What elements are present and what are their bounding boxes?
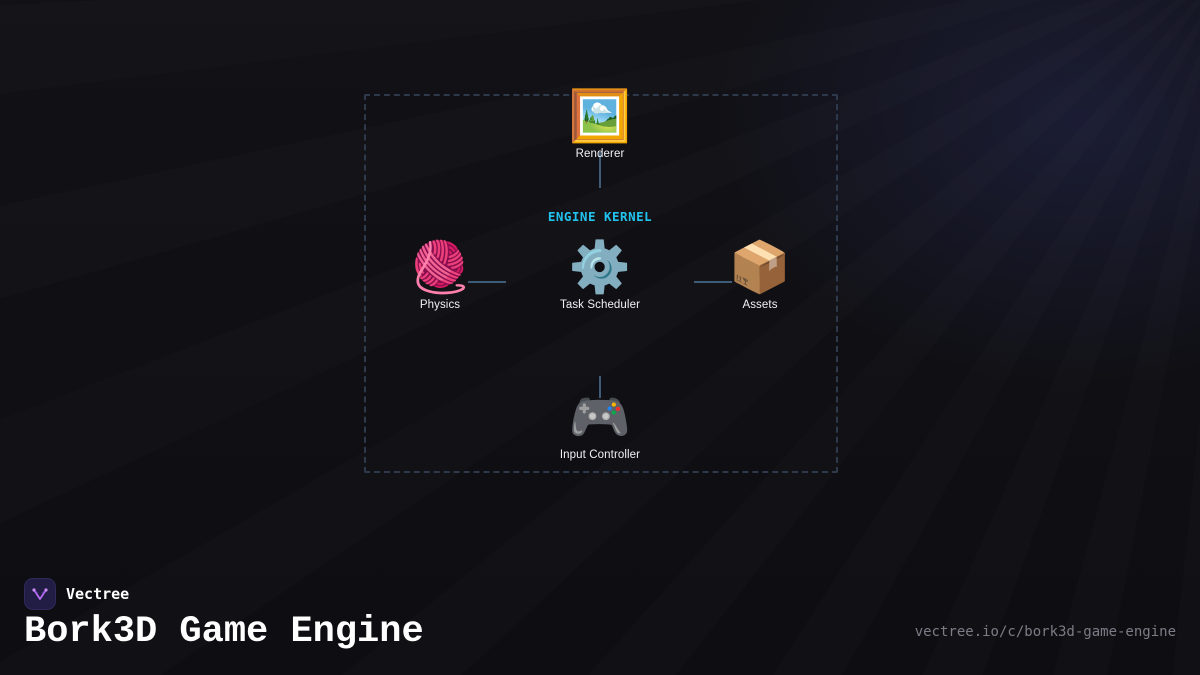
package-icon: 📦 xyxy=(728,239,792,295)
edge-physics-scheduler xyxy=(468,281,506,283)
node-label: Renderer xyxy=(575,148,625,160)
node-label: Physics xyxy=(419,299,461,311)
node-renderer[interactable]: 🖼️ Renderer xyxy=(530,88,670,160)
page-url[interactable]: vectree.io/c/bork3d-game-engine xyxy=(914,624,1176,640)
node-label: Assets xyxy=(742,299,778,311)
edge-scheduler-assets xyxy=(694,281,732,283)
brand[interactable]: Vectree xyxy=(24,577,129,611)
node-label: Task Scheduler xyxy=(559,299,641,311)
page-title: Bork3D Game Engine xyxy=(24,611,424,653)
game-controller-icon: 🎮 xyxy=(568,389,632,445)
engine-kernel-group xyxy=(364,94,838,473)
node-assets[interactable]: 📦 Assets xyxy=(690,239,830,311)
vectree-logo-icon xyxy=(24,578,56,610)
edge-input-scheduler xyxy=(599,376,601,398)
brand-name: Vectree xyxy=(66,585,130,603)
node-physics[interactable]: 🧶 Physics xyxy=(370,239,510,311)
edge-renderer-scheduler xyxy=(599,152,601,188)
gear-icon: ⚙️ xyxy=(568,239,632,295)
node-label: Input Controller xyxy=(559,449,641,461)
node-task-scheduler[interactable]: ⚙️ Task Scheduler xyxy=(530,239,670,311)
yarn-ball-icon: 🧶 xyxy=(408,239,472,295)
engine-kernel-label: ENGINE KERNEL xyxy=(547,209,653,224)
framed-picture-icon: 🖼️ xyxy=(568,88,632,144)
node-input-controller[interactable]: 🎮 Input Controller xyxy=(530,389,670,461)
logo-mark xyxy=(32,588,48,600)
